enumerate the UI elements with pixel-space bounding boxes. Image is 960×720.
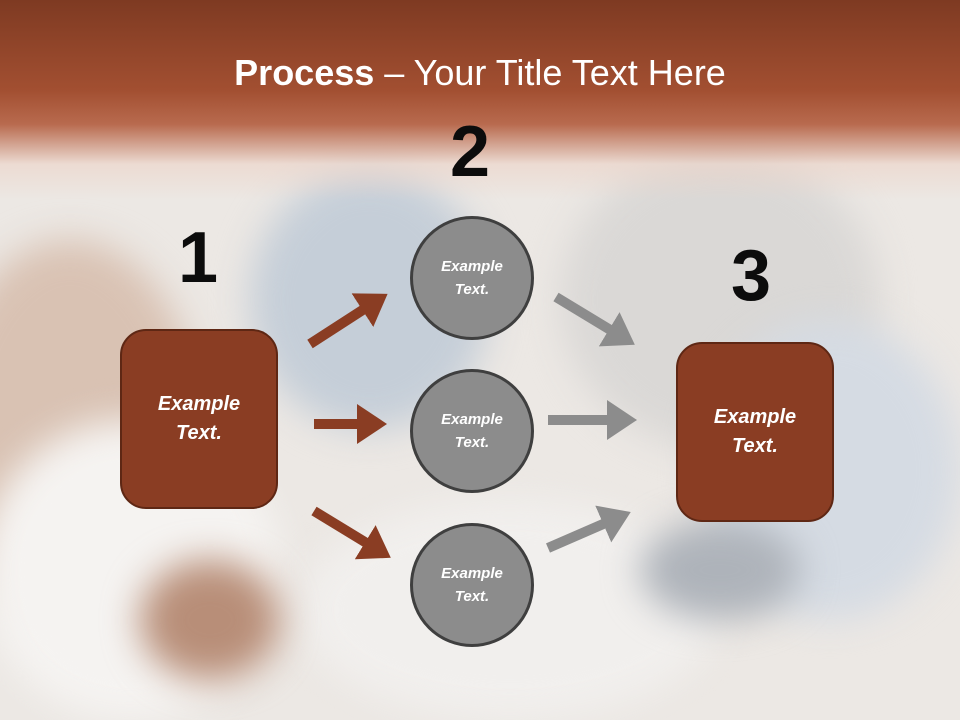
circle-bottom-line1: Example [441,565,503,582]
step-3-text-line2: Text. [732,435,778,457]
step-3-box: Example Text. [676,342,834,522]
circle-top-line2: Text. [454,281,490,298]
step-2-circle-middle: Example Text. [410,369,534,493]
arrow-2c-to-3 [546,505,631,553]
step-2-number: 2 [450,112,491,192]
title-rest: – Your Title Text Here [374,52,726,93]
step-1-number: 1 [178,218,219,298]
step-3-text-line1: Example [713,406,797,428]
step-1-text-line2: Text. [176,422,222,444]
step-1-text-line1: Example [157,393,241,415]
step-3-number: 3 [731,236,772,316]
circle-top-line1: Example [441,258,503,275]
title-bold: Process [234,52,375,93]
step-2-circle-bottom: Example Text. [410,523,534,647]
step-1-box: Example Text. [120,329,278,509]
arrow-1-to-2a [307,293,388,349]
circle-bottom-line2: Text. [454,588,490,605]
circle-middle-line2: Text. [454,434,490,451]
arrow-1-to-2c [311,506,391,560]
arrow-2a-to-3 [553,292,635,347]
circle-middle-line1: Example [441,411,503,428]
slide-title: Process – Your Title Text Here [0,52,960,94]
title-banner [0,0,960,200]
step-2-circle-top: Example Text. [410,216,534,340]
